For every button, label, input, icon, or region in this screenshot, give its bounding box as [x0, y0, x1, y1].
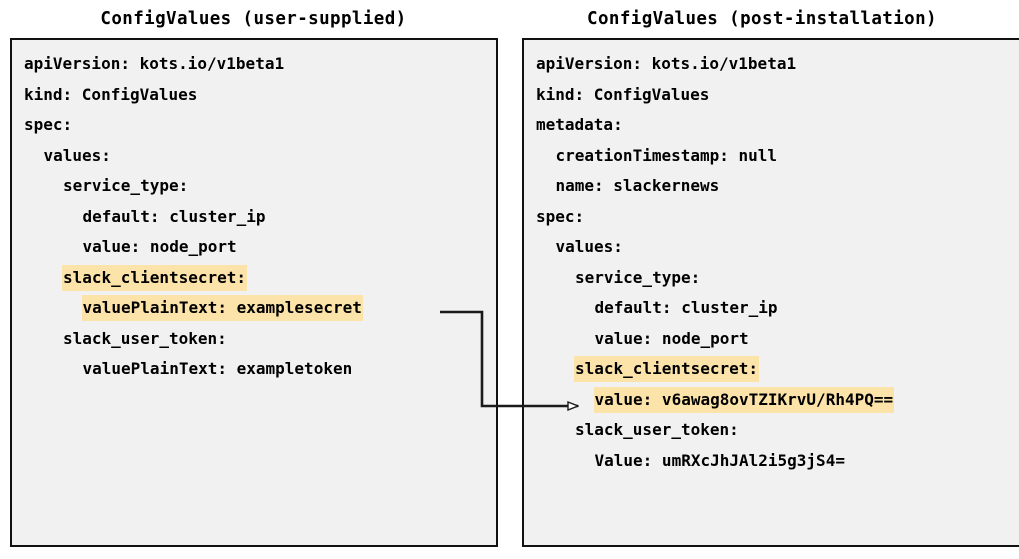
code-line: default: cluster_ip — [524, 293, 1019, 324]
right-panel-title: ConfigValues (post-installation) — [587, 9, 937, 29]
left-panel-title: ConfigValues (user-supplied) — [100, 9, 407, 29]
code-line: values: — [524, 232, 1019, 263]
code-line: service_type: — [524, 263, 1019, 294]
code-line: slack_user_token: — [524, 415, 1019, 446]
code-text: service_type: — [575, 267, 701, 287]
highlighted-code-text: slack_clientsecret: — [575, 357, 759, 381]
highlighted-code-text: slack_clientsecret: — [63, 265, 247, 290]
left-panel-code-block: apiVersion: kots.io/v1beta1 kind: ConfigV… — [12, 49, 496, 385]
code-line: kind: ConfigValues — [524, 80, 1019, 111]
code-text: metadata: — [536, 115, 623, 134]
code-line: service_type: — [12, 171, 496, 202]
highlighted-code-text: value: v6awag8ovTZIKrvU/Rh4PQ== — [594, 387, 894, 412]
code-line: value: node_port — [524, 324, 1019, 355]
code-line: metadata: — [524, 110, 1019, 141]
code-line: kind: ConfigValues — [12, 80, 496, 111]
code-text: spec: — [536, 206, 585, 226]
code-text: kind: ConfigValues — [24, 84, 198, 104]
code-text: name: slackernews — [555, 176, 720, 195]
code-line: values: — [12, 141, 496, 172]
config-values-user-supplied-panel: apiVersion: kots.io/v1beta1 kind: ConfigV… — [10, 38, 498, 547]
code-line: valuePlainText: exampletoken — [12, 354, 496, 385]
code-text: valuePlainText: exampletoken — [82, 359, 353, 378]
code-text: default: cluster_ip — [594, 298, 778, 317]
code-line: spec: — [524, 202, 1019, 233]
code-text: value: node_port — [82, 237, 237, 256]
code-text: apiVersion: kots.io/v1beta1 — [536, 54, 797, 73]
code-line: value: v6awag8ovTZIKrvU/Rh4PQ== — [524, 385, 1019, 416]
code-text: value: node_port — [594, 328, 749, 348]
code-line: apiVersion: kots.io/v1beta1 — [524, 49, 1019, 80]
code-line: Value: umRXcJhJAl2i5g3jS4= — [524, 446, 1019, 477]
code-line: slack_clientsecret: — [12, 263, 496, 294]
code-text: slack_user_token: — [63, 328, 227, 348]
code-text: creationTimestamp: null — [555, 145, 778, 165]
code-text: Value: umRXcJhJAl2i5g3jS4= — [594, 450, 845, 470]
code-text: values: — [43, 145, 111, 165]
code-line: slack_clientsecret: — [524, 354, 1019, 385]
code-line: spec: — [12, 110, 496, 141]
code-text: kind: ConfigValues — [536, 84, 710, 104]
code-text: apiVersion: kots.io/v1beta1 — [24, 54, 285, 73]
code-text: service_type: — [63, 176, 189, 195]
right-panel-code-block: apiVersion: kots.io/v1beta1 kind: ConfigV… — [524, 49, 1019, 476]
code-text: values: — [555, 237, 623, 256]
config-values-post-installation-panel: apiVersion: kots.io/v1beta1 kind: ConfigV… — [522, 38, 1019, 547]
highlighted-code-text: valuePlainText: examplesecret — [82, 296, 362, 320]
code-line: default: cluster_ip — [12, 202, 496, 233]
code-line: creationTimestamp: null — [524, 141, 1019, 172]
code-text: default: cluster_ip — [82, 206, 266, 226]
code-text: spec: — [24, 115, 73, 134]
code-line: slack_user_token: — [12, 324, 496, 355]
code-line: valuePlainText: examplesecret — [12, 293, 496, 324]
code-line: name: slackernews — [524, 171, 1019, 202]
code-line: value: node_port — [12, 232, 496, 263]
code-text: slack_user_token: — [575, 420, 739, 439]
code-line: apiVersion: kots.io/v1beta1 — [12, 49, 496, 80]
